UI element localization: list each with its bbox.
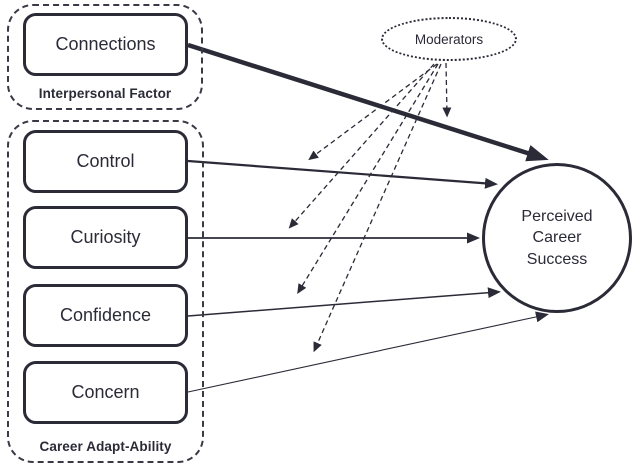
outcome-label-line3: Success xyxy=(526,250,588,268)
group-label-interpersonal-factor: Interpersonal Factor xyxy=(38,86,172,101)
node-curiosity-label: Curiosity xyxy=(70,227,141,247)
node-moderators-label: Moderators xyxy=(414,31,484,47)
group-interpersonal-factor: Interpersonal Factor xyxy=(7,4,203,110)
node-control-label: Control xyxy=(76,151,135,171)
edge-control-outcome xyxy=(187,159,498,189)
moderator-edge-to-control-path xyxy=(308,63,438,161)
node-curiosity: Curiosity xyxy=(23,206,188,269)
moderator-edge-to-confidence-path xyxy=(297,63,439,294)
node-connections-label: Connections xyxy=(55,34,156,54)
node-connections: Connections xyxy=(23,13,188,76)
outcome-label-line2: Career xyxy=(532,229,582,247)
group-label-career-adapt-ability: Career Adapt-Ability xyxy=(39,439,172,454)
edge-connections-outcome xyxy=(187,42,549,162)
outcome-label-line1: Perceived xyxy=(521,207,593,225)
node-moderators: Moderators xyxy=(381,17,517,61)
node-concern: Concern xyxy=(23,361,188,424)
group-career-adapt-ability: Career Adapt-Ability xyxy=(7,120,204,463)
node-perceived-career-success: Perceived Career Success xyxy=(482,163,632,313)
node-concern-label: Concern xyxy=(71,382,140,402)
node-confidence-label: Confidence xyxy=(59,305,152,325)
moderator-edge-to-connections-path xyxy=(442,62,452,118)
node-confidence: Confidence xyxy=(23,284,188,347)
node-control: Control xyxy=(23,130,188,193)
edge-confidence-outcome xyxy=(187,287,501,317)
moderator-edge-to-curiosity-path xyxy=(288,63,435,229)
moderator-edge-to-concern-path xyxy=(313,63,442,353)
edge-concern-outcome xyxy=(187,311,549,393)
